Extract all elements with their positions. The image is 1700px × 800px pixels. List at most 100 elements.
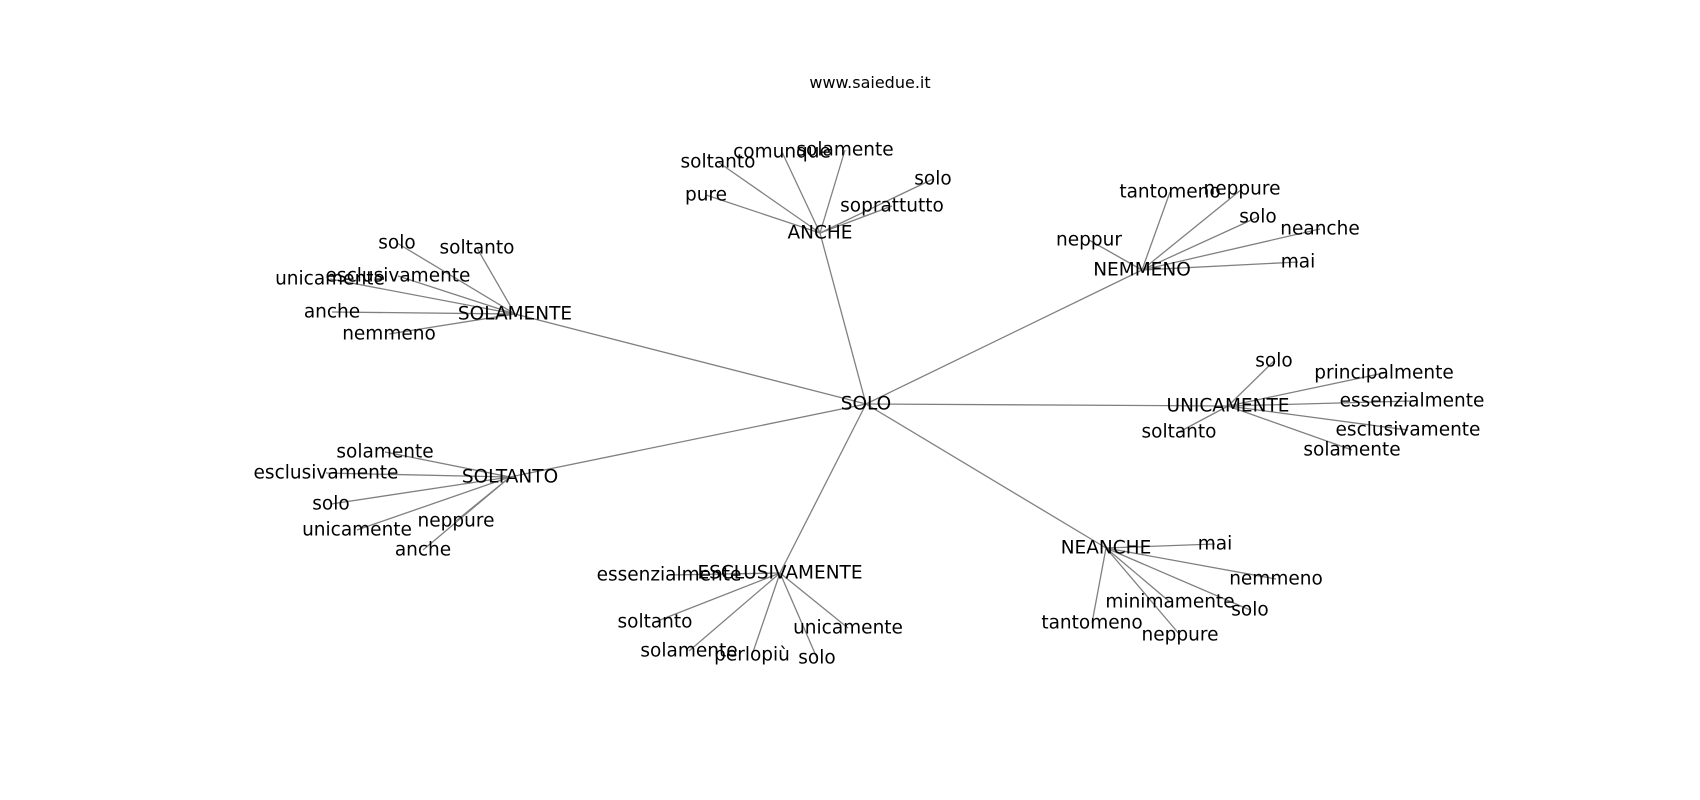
labels-layer: SOLOANCHEsoltantocomunquesolamentepureso… — [254, 140, 1485, 669]
edge-hub-leaf — [781, 151, 821, 234]
edge-hub-leaf — [819, 149, 846, 234]
leaf-node-label: nemmeno — [342, 324, 436, 345]
leaf-node-label: mai — [1281, 252, 1316, 273]
edge-hub-leaf — [325, 472, 511, 478]
leaf-node-label: solo — [312, 494, 349, 515]
leaf-node-label: tantomeno — [1119, 182, 1220, 203]
edge-hub-leaf — [356, 476, 511, 531]
edge-center-hub — [514, 313, 867, 405]
leaf-node-label: neppure — [1142, 625, 1219, 646]
leaf-node-label: unicamente — [275, 269, 385, 290]
leaf-node-label: mai — [1198, 534, 1233, 555]
edge-hub-leaf — [1091, 547, 1107, 624]
edge-hub-leaf — [1227, 405, 1409, 431]
edge-hub-leaf — [717, 161, 821, 234]
leaf-node-label: solamente — [336, 442, 433, 463]
leaf-node-label: soltanto — [1142, 422, 1217, 443]
edge-center-hub — [509, 403, 867, 478]
leaf-node-label: tantomeno — [1041, 613, 1142, 634]
edge-hub-leaf — [668, 572, 781, 576]
edge-hub-leaf — [819, 178, 934, 234]
leaf-node-label: principalmente — [1314, 363, 1454, 384]
hub-node-label: SOLAMENTE — [458, 304, 572, 325]
edge-hub-leaf — [1227, 360, 1275, 407]
edge-hub-leaf — [688, 572, 781, 652]
leaf-node-label: solo — [1255, 351, 1292, 372]
leaf-node-label: anche — [304, 302, 360, 323]
leaf-node-label: solo — [798, 648, 835, 669]
leaf-node-label: pure — [685, 185, 727, 206]
edge-hub-leaf — [1141, 188, 1243, 271]
leaf-node-label: essenzialmente — [597, 565, 742, 586]
edge-center-hub — [865, 403, 1107, 549]
leaf-node-label: nemmeno — [1229, 569, 1323, 590]
leaf-node-label: essenzialmente — [1340, 391, 1485, 412]
edges-layer — [325, 149, 1413, 659]
leaf-node-label: esclusivamente — [1336, 420, 1481, 441]
edge-hub-leaf — [384, 451, 511, 478]
edge-center-hub — [865, 269, 1143, 405]
edge-hub-leaf — [1141, 216, 1259, 271]
edge-hub-leaf — [396, 242, 516, 315]
edge-hub-leaf — [1227, 400, 1413, 407]
leaf-node-label: esclusivamente — [254, 463, 399, 484]
leaf-node-label: neppure — [418, 511, 495, 532]
edge-center-hub — [865, 403, 1229, 407]
edge-hub-leaf — [1088, 239, 1143, 271]
edge-hub-leaf — [330, 476, 511, 505]
leaf-node-label: soltanto — [681, 152, 756, 173]
leaf-node-label: neanche — [1280, 219, 1359, 240]
leaf-node-label: minimamente — [1105, 592, 1234, 613]
edge-hub-leaf — [1141, 228, 1321, 271]
leaf-node-label: anche — [395, 540, 451, 561]
leaf-node-label: solamente — [796, 140, 893, 161]
edge-hub-leaf — [388, 313, 516, 335]
leaf-node-label: neppure — [1204, 179, 1281, 200]
leaf-node-label: soltanto — [618, 612, 693, 633]
leaf-node-label: solo — [1231, 600, 1268, 621]
leaf-node-label: esclusivamente — [326, 266, 471, 287]
edge-hub-leaf — [1105, 547, 1181, 636]
hub-node-label: ESCLUSIVAMENTE — [697, 563, 862, 584]
leaf-node-label: perlopiù — [714, 645, 790, 666]
leaf-node-label: comunque — [733, 142, 831, 163]
leaf-node-label: solo — [914, 169, 951, 190]
hub-node-label: SOLTANTO — [462, 467, 558, 488]
leaf-node-label: neppur — [1056, 230, 1122, 251]
edge-hub-leaf — [422, 476, 511, 551]
edge-hub-leaf — [1141, 191, 1171, 271]
hub-node-label: UNICAMENTE — [1167, 396, 1290, 417]
edge-hub-leaf — [779, 572, 849, 629]
leaf-node-label: unicamente — [302, 520, 412, 541]
edge-hub-leaf — [751, 572, 781, 656]
leaf-node-label: soprattutto — [840, 196, 944, 217]
edge-hub-leaf — [331, 311, 516, 315]
edge-hub-leaf — [819, 205, 893, 234]
edge-hub-leaf — [1227, 405, 1353, 451]
edge-hub-leaf — [1227, 372, 1385, 407]
leaf-node-label: solo — [378, 233, 415, 254]
center-node-label: SOLO — [841, 394, 892, 415]
edge-hub-leaf — [779, 572, 818, 659]
edge-hub-leaf — [1105, 547, 1171, 603]
edge-hub-leaf — [705, 194, 821, 234]
edge-hub-leaf — [1105, 547, 1277, 580]
leaf-node-label: solamente — [1303, 440, 1400, 461]
hub-node-label: ANCHE — [787, 223, 852, 244]
edge-hub-leaf — [397, 275, 516, 315]
leaf-node-label: unicamente — [793, 618, 903, 639]
edge-hub-leaf — [1141, 261, 1299, 271]
hub-node-label: NEMMENO — [1093, 260, 1191, 281]
edge-center-hub — [779, 403, 867, 574]
diagram-title: www.saiedue.it — [809, 73, 930, 92]
edge-hub-leaf — [1105, 547, 1251, 611]
edge-hub-leaf — [476, 247, 516, 315]
leaf-node-label: solamente — [640, 641, 737, 662]
edge-hub-leaf — [1105, 543, 1216, 549]
edge-hub-leaf — [1178, 405, 1229, 433]
edge-hub-leaf — [654, 572, 781, 623]
hub-node-label: NEANCHE — [1061, 538, 1152, 559]
edge-hub-leaf — [329, 278, 516, 315]
edge-center-hub — [819, 232, 867, 405]
leaf-node-label: soltanto — [440, 238, 515, 259]
